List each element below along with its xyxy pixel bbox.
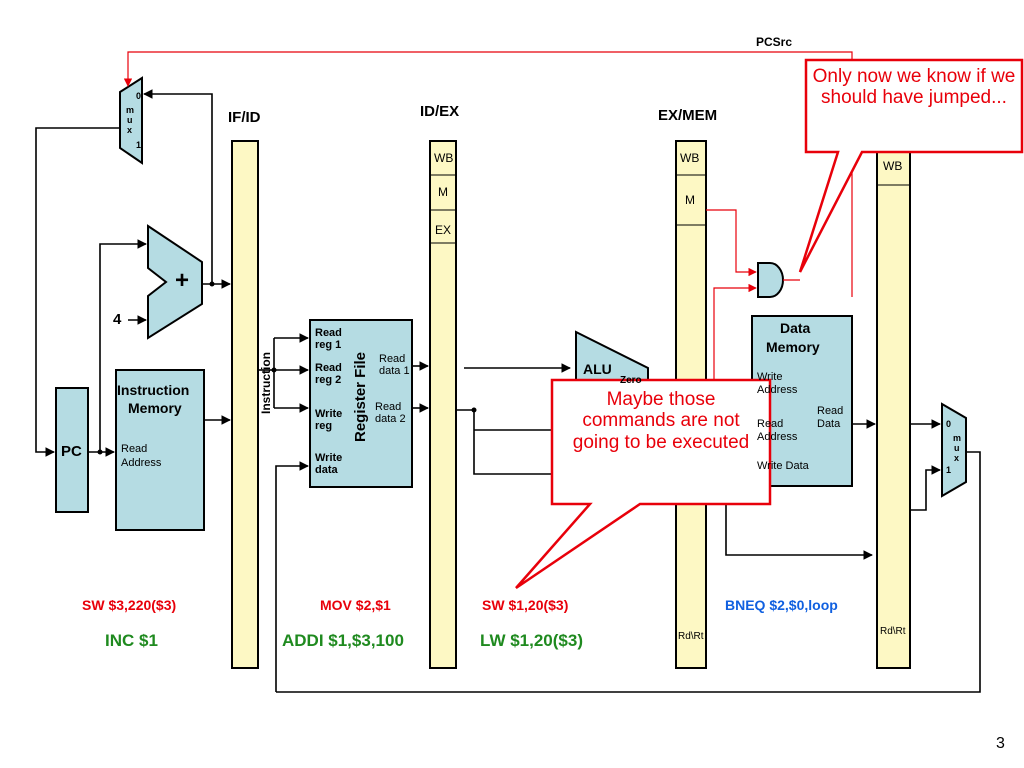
wb-mux-in1: 1	[946, 465, 952, 475]
adder-plus: +	[175, 267, 190, 294]
callout-middle-shape	[515, 378, 772, 590]
rf-write-reg-b: reg	[315, 420, 333, 432]
alu-zero-label: Zero	[620, 375, 642, 386]
wb-mux-shape	[941, 402, 967, 498]
data-memory-title-1: Data	[780, 320, 811, 336]
mem-wb-top-instruction: BNEQ $2,$0,loop	[725, 597, 838, 613]
if-id-label: IF/ID	[228, 109, 261, 126]
page-number: 3	[996, 735, 1005, 752]
instruction-memory-block	[115, 369, 205, 531]
mem-wb-register	[876, 149, 911, 669]
dm-read-data-b: Data	[817, 418, 841, 430]
alu-label: ALU	[583, 361, 612, 377]
id-ex-register	[429, 140, 457, 669]
ex-mem-wb-field: WB	[680, 151, 700, 165]
pc-label: PC	[61, 443, 82, 460]
register-file-title: Register File	[352, 351, 369, 443]
pcsrc-label: PCSrc	[756, 35, 793, 49]
wb-mux-letter-u: u	[954, 443, 960, 453]
mem-wb-rd-rt-label: Rd\Rt	[880, 626, 906, 637]
pc-mux-letter-x: x	[127, 125, 133, 135]
ex-mem-bottom-instruction: LW $1,20($3)	[480, 631, 583, 650]
rf-read-reg-1-b: reg 1	[315, 339, 342, 351]
id-ex-label: ID/EX	[420, 103, 460, 120]
rf-write-data-b: data	[315, 464, 338, 476]
pc-mux-letter-u: u	[127, 115, 133, 125]
callout-middle-text: Maybe those commands are not going to be…	[572, 389, 750, 453]
dm-write-address-b: Address	[757, 384, 798, 396]
id-ex-m-field: M	[438, 185, 448, 199]
dm-write-address-a: Write	[757, 371, 783, 383]
dm-read-address-a: Read	[757, 418, 784, 430]
pc-mux-shape	[119, 76, 143, 165]
ex-mem-m-field: M	[685, 193, 695, 207]
if-id-bottom-instruction: INC $1	[105, 631, 158, 650]
callout-top-text: Only now we know if we should have jumpe…	[812, 66, 1016, 109]
rf-read-reg-1-a: Read	[315, 327, 342, 339]
rf-write-reg-a: Write	[315, 408, 343, 420]
four-label: 4	[113, 311, 122, 328]
id-ex-top-instruction: MOV $2,$1	[320, 597, 391, 613]
rf-read-data-1-b: data 1	[379, 365, 410, 377]
data-memory-title-2: Memory	[766, 339, 820, 355]
dm-write-data: Write Data	[757, 460, 809, 472]
adder-shape	[147, 224, 203, 340]
id-ex-bottom-instruction: ADDI $1,$3,100	[282, 631, 404, 650]
rf-read-data-2-a: Read	[375, 401, 402, 413]
rf-write-data-a: Write	[315, 452, 343, 464]
id-ex-wb-field: WB	[434, 151, 454, 165]
dm-read-data-a: Read	[817, 405, 844, 417]
rf-read-data-2-b: data 2	[375, 413, 406, 425]
and-gate-shape	[757, 262, 784, 298]
mem-wb-wb-field: WB	[883, 159, 903, 173]
instruction-memory-title-2: Memory	[128, 400, 182, 416]
wb-mux-in0: 0	[946, 419, 952, 429]
instruction-memory-title-1: Instruction	[117, 382, 190, 398]
instruction-memory-port-2: Address	[121, 457, 162, 469]
instruction-bus-label: Instruction	[259, 352, 273, 414]
rf-read-reg-2-a: Read	[315, 362, 342, 374]
pc-mux-in0: 0	[136, 91, 142, 101]
rf-read-data-1-a: Read	[379, 353, 406, 365]
wb-mux-letter-x: x	[954, 453, 960, 463]
id-ex-ex-field: EX	[435, 223, 452, 237]
instruction-memory-port-1: Read	[121, 443, 148, 455]
pc-mux-letter-m: m	[126, 105, 135, 115]
ex-mem-rd-rt-label: Rd\Rt	[678, 631, 704, 642]
if-id-top-instruction: SW $3,220($3)	[82, 597, 177, 613]
pc-mux-in1: 1	[136, 140, 142, 150]
dm-read-address-b: Address	[757, 431, 798, 443]
callout-top-shape	[798, 58, 1024, 273]
register-file-block	[309, 319, 413, 488]
rf-read-reg-2-b: reg 2	[315, 374, 342, 386]
ex-mem-label: EX/MEM	[658, 107, 718, 124]
pc-block	[55, 387, 89, 513]
wb-mux-letter-m: m	[953, 433, 962, 443]
if-id-register	[231, 140, 259, 669]
ex-mem-top-instruction: SW $1,20($3)	[482, 597, 569, 613]
